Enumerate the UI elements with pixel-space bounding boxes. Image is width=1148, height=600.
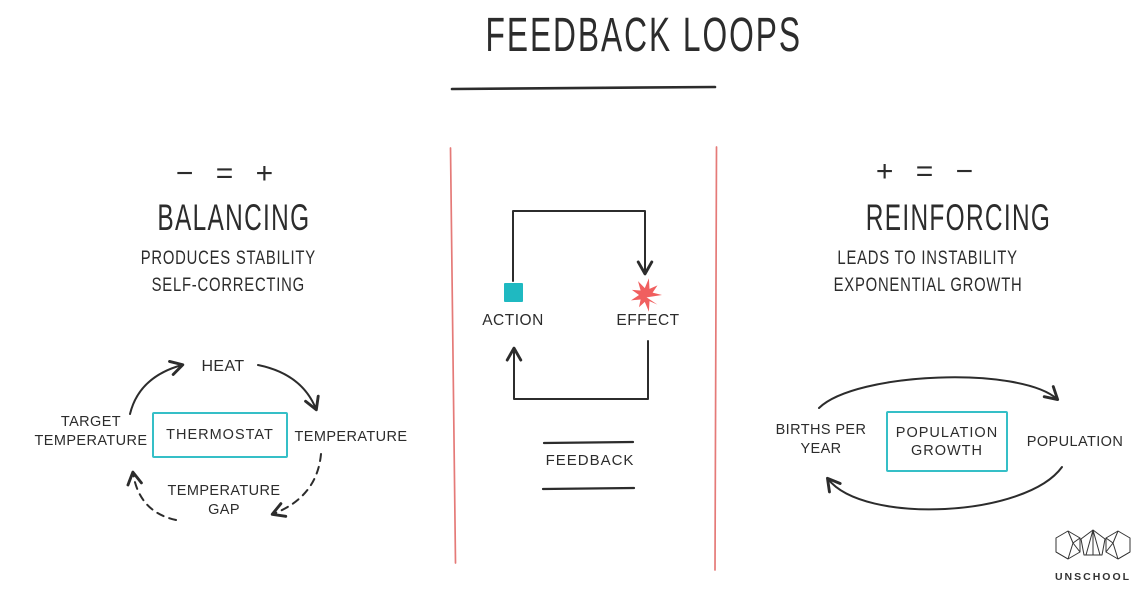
page-title: FEEDBACK LOOPS xyxy=(485,9,802,62)
separator-right xyxy=(714,146,718,571)
reinforcing-heading: REINFORCING xyxy=(865,197,1052,238)
title-underline xyxy=(450,85,717,91)
label-thermostat: THERMOSTAT xyxy=(166,427,274,443)
balancing-arrow-target-to-heat xyxy=(129,359,185,415)
core-arrow-action-to-effect xyxy=(512,210,654,282)
reinforcing-heading-wrap: REINFORCING xyxy=(818,197,1050,239)
feedback-rule-bottom xyxy=(541,486,636,491)
separator-left xyxy=(449,147,457,564)
label-births-per-year: BIRTHS PER YEAR xyxy=(775,422,867,457)
balancing-subtitle-1-wrap: PRODUCES STABILITY xyxy=(98,248,358,270)
label-temperature-gap: TEMPERATURE GAP xyxy=(167,483,281,518)
unschool-logo-text: UNSCHOOL xyxy=(1054,571,1132,583)
thermostat-box: THERMOSTAT xyxy=(152,412,288,458)
balancing-arrow-heat-to-temperature xyxy=(257,364,320,412)
reinforcing-subtitle-2-wrap: EXPONENTIAL GROWTH xyxy=(798,275,1058,297)
label-effect: EFFECT xyxy=(616,312,680,329)
balancing-heading: BALANCING xyxy=(157,197,311,238)
balancing-heading-wrap: BALANCING xyxy=(118,197,338,239)
reinforcing-arrow-population-to-births xyxy=(826,466,1063,511)
reinforcing-subtitle-2: EXPONENTIAL GROWTH xyxy=(833,275,1023,296)
page-title-wrap: FEEDBACK LOOPS xyxy=(404,8,800,63)
reinforcing-formula: + = − xyxy=(875,155,981,188)
balancing-subtitle-2-wrap: SELF-CORRECTING xyxy=(98,275,358,297)
population-growth-box: POPULATION GROWTH xyxy=(886,411,1008,472)
feedback-rule-top xyxy=(542,440,635,445)
core-arrow-effect-to-action xyxy=(505,340,649,400)
reinforcing-arrow-births-to-population xyxy=(818,376,1060,409)
label-population: POPULATION xyxy=(1026,434,1124,450)
balancing-subtitle-1: PRODUCES STABILITY xyxy=(140,248,316,269)
label-feedback: FEEDBACK xyxy=(545,452,635,469)
action-square-icon xyxy=(504,283,523,302)
label-heat: HEAT xyxy=(201,358,245,375)
reinforcing-subtitle-1-wrap: LEADS TO INSTABILITY xyxy=(798,248,1058,270)
balancing-formula: − = + xyxy=(175,157,281,190)
reinforcing-subtitle-1: LEADS TO INSTABILITY xyxy=(837,248,1019,269)
unschool-gems-icon xyxy=(1055,529,1131,560)
label-temperature: TEMPERATURE xyxy=(294,429,408,445)
label-action: ACTION xyxy=(482,312,544,329)
label-population-growth: POPULATION GROWTH xyxy=(895,424,999,459)
balancing-subtitle-2: SELF-CORRECTING xyxy=(151,275,305,296)
label-target-temperature: TARGET TEMPERATURE xyxy=(34,414,148,449)
unschool-logo: UNSCHOOL xyxy=(1051,529,1135,583)
effect-burst-icon xyxy=(631,278,662,312)
